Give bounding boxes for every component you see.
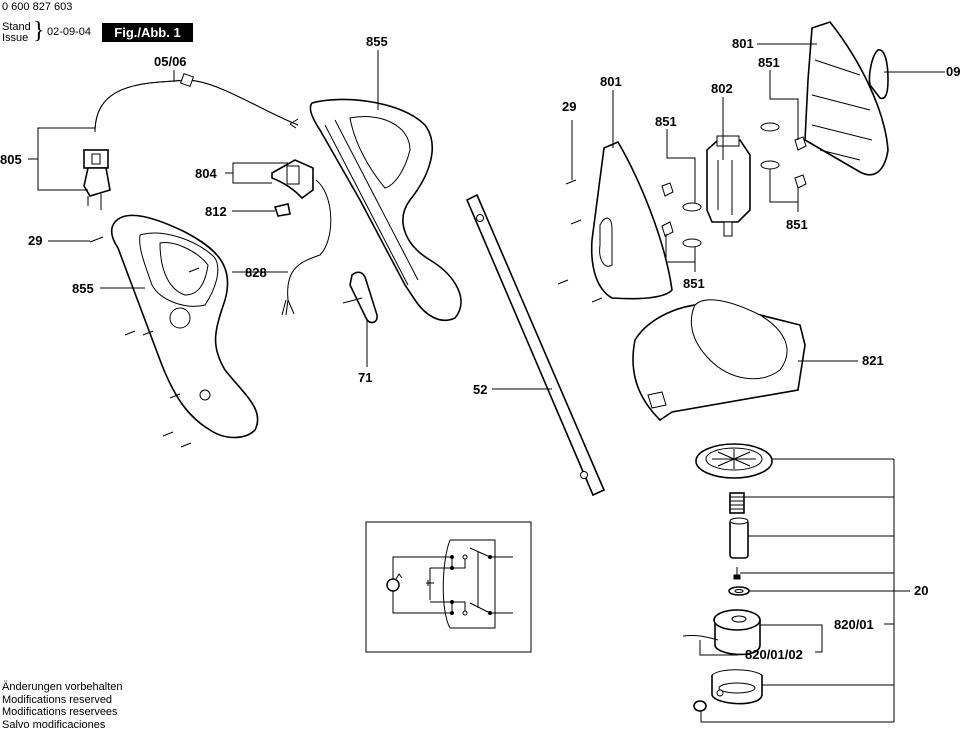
notice-line-fr: Modifications reservees — [2, 706, 122, 719]
wiring-schematic — [366, 522, 531, 652]
switch — [272, 160, 313, 198]
svg-text:851: 851 — [786, 217, 808, 232]
switch-clip: 812 — [205, 204, 290, 219]
svg-text:29: 29 — [28, 233, 42, 248]
svg-text:820/01: 820/01 — [834, 617, 874, 632]
svg-text:812: 812 — [205, 204, 227, 219]
tube: 52 — [467, 195, 604, 495]
modification-notice: Änderungen vorbehalten Modifications res… — [2, 681, 122, 731]
svg-text:52: 52 — [473, 382, 487, 397]
svg-text:20: 20 — [914, 583, 928, 598]
callout-washer: 20 — [749, 583, 928, 598]
nameplate: 09 — [869, 50, 960, 99]
svg-text:851: 851 — [655, 114, 677, 129]
svg-text:05/06: 05/06 — [154, 54, 187, 69]
callout-plug: 805 — [0, 128, 95, 190]
handle-right — [310, 99, 461, 320]
callout-handle-right: 855 — [366, 34, 388, 110]
small-screw — [734, 567, 740, 579]
svg-text:29: 29 — [562, 99, 576, 114]
callout-motor-housing-right: 801 — [732, 36, 817, 51]
wire: 828 — [232, 180, 331, 315]
brush-set-right-top: 851 — [758, 55, 806, 150]
callout-motor-housing-left: 801 — [600, 74, 622, 148]
svg-text:804: 804 — [195, 166, 217, 181]
handle-left — [112, 215, 258, 437]
spool-housing — [712, 670, 762, 704]
plug — [84, 150, 110, 210]
svg-text:820/01/02: 820/01/02 — [745, 647, 803, 662]
bushing — [730, 518, 748, 558]
svg-text:09: 09 — [946, 64, 960, 79]
brush-set-left-top: 851 — [655, 114, 701, 211]
svg-text:801: 801 — [600, 74, 622, 89]
svg-text:802: 802 — [711, 81, 733, 96]
motor — [707, 136, 750, 236]
spool-cap — [696, 444, 772, 478]
svg-text:801: 801 — [732, 36, 754, 51]
svg-text:71: 71 — [358, 370, 372, 385]
callout-cord: 05/06 — [154, 54, 187, 82]
brush-set-right-bottom: 851 — [761, 161, 808, 232]
svg-text:805: 805 — [0, 152, 22, 167]
svg-text:821: 821 — [862, 353, 884, 368]
screw-left: 29 — [28, 233, 103, 248]
trigger: 71 — [343, 272, 377, 385]
notice-line-en: Modifications reserved — [2, 694, 122, 707]
svg-text:851: 851 — [758, 55, 780, 70]
svg-text:828: 828 — [245, 265, 267, 280]
notice-line-de: Änderungen vorbehalten — [2, 681, 122, 694]
svg-text:855: 855 — [366, 34, 388, 49]
washer — [729, 587, 749, 595]
motor-housing-right — [805, 22, 888, 175]
spring — [730, 493, 744, 513]
power-cord — [95, 74, 298, 132]
svg-text:851: 851 — [683, 276, 705, 291]
motor-housing-left — [592, 142, 672, 299]
guard: 821 — [633, 300, 884, 420]
notice-line-es: Salvo modificaciones — [2, 719, 122, 731]
spool-knob — [694, 701, 706, 711]
svg-text:855: 855 — [72, 281, 94, 296]
